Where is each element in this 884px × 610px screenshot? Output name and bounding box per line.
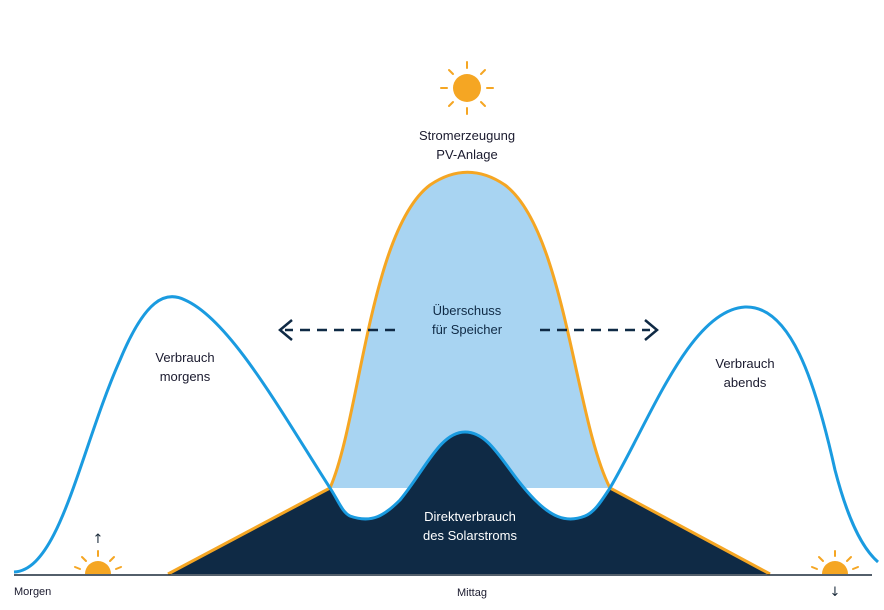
surplus-label-line1: Überschuss	[433, 303, 502, 318]
axis-label-mittag: Mittag	[457, 587, 487, 599]
sun-icon	[440, 61, 494, 115]
arrow-left-icon	[278, 319, 395, 341]
sunrise-icon	[74, 550, 122, 574]
surplus-label-line2: für Speicher	[432, 322, 503, 337]
sunset-arrow: ↓	[830, 585, 841, 600]
morning-label-line2: morgens	[160, 369, 211, 384]
surplus-area	[330, 172, 610, 488]
axis-label-morgen: Morgen	[14, 586, 51, 598]
production-label-line2: PV-Anlage	[436, 147, 497, 162]
morning-label-line1: Verbrauch	[155, 350, 214, 365]
consumption-curve	[13, 295, 879, 574]
production-label-line1: Stromerzeugung	[419, 128, 515, 143]
direct-label-line1: Direktverbrauch	[424, 509, 516, 524]
arrow-right-icon	[540, 319, 659, 341]
sunrise-arrow: ↑	[93, 532, 104, 547]
evening-label-line1: Verbrauch	[715, 356, 774, 371]
production-curve	[167, 170, 771, 576]
direct-consumption-area	[168, 432, 770, 574]
sunset-icon	[811, 550, 859, 574]
direct-label-line2: des Solarstroms	[423, 528, 517, 543]
evening-label-line2: abends	[724, 375, 767, 390]
